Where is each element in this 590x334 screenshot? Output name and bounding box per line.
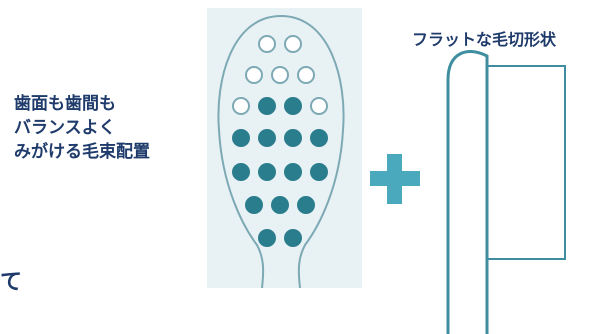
tuft-open [297,66,315,84]
tuft-filled [284,163,302,181]
tuft-open [310,97,328,115]
brush-head-outline [217,15,345,289]
tuft-filled [271,196,289,214]
toothbrush-head-side-icon [446,50,566,334]
tuft-filled [297,196,315,214]
tuft-filled [258,163,276,181]
caption-line-2: バランスよく [14,118,116,138]
caption-line-1: 歯面も歯間も [14,94,116,114]
tuft-open [258,35,276,53]
tuft-filled [310,129,328,147]
plus-icon [370,154,420,204]
toothbrush-head-front-icon [217,15,345,289]
tuft-open [232,97,250,115]
tuft-filled [284,97,302,115]
tuft-open [284,35,302,53]
flat-bristle-block [486,65,566,260]
caption-line-3: みがける毛束配置 [14,142,150,162]
tuft-filled [310,163,328,181]
tuft-filled [245,196,263,214]
tuft-filled [258,229,276,247]
cropped-edge-text: て [0,270,23,295]
flat-cut-caption: フラットな毛切形状 [412,30,557,49]
tuft-filled [258,97,276,115]
tuft-open [271,66,289,84]
brush-neck-outline [446,50,489,334]
tuft-filled [284,229,302,247]
tuft-filled [232,163,250,181]
tuft-open [245,66,263,84]
tuft-filled [258,129,276,147]
tuft-filled [284,129,302,147]
tuft-filled [232,129,250,147]
front-view-panel [207,8,362,288]
tuft-layout-caption: 歯面も歯間も バランスよく みがける毛束配置 [14,92,204,164]
